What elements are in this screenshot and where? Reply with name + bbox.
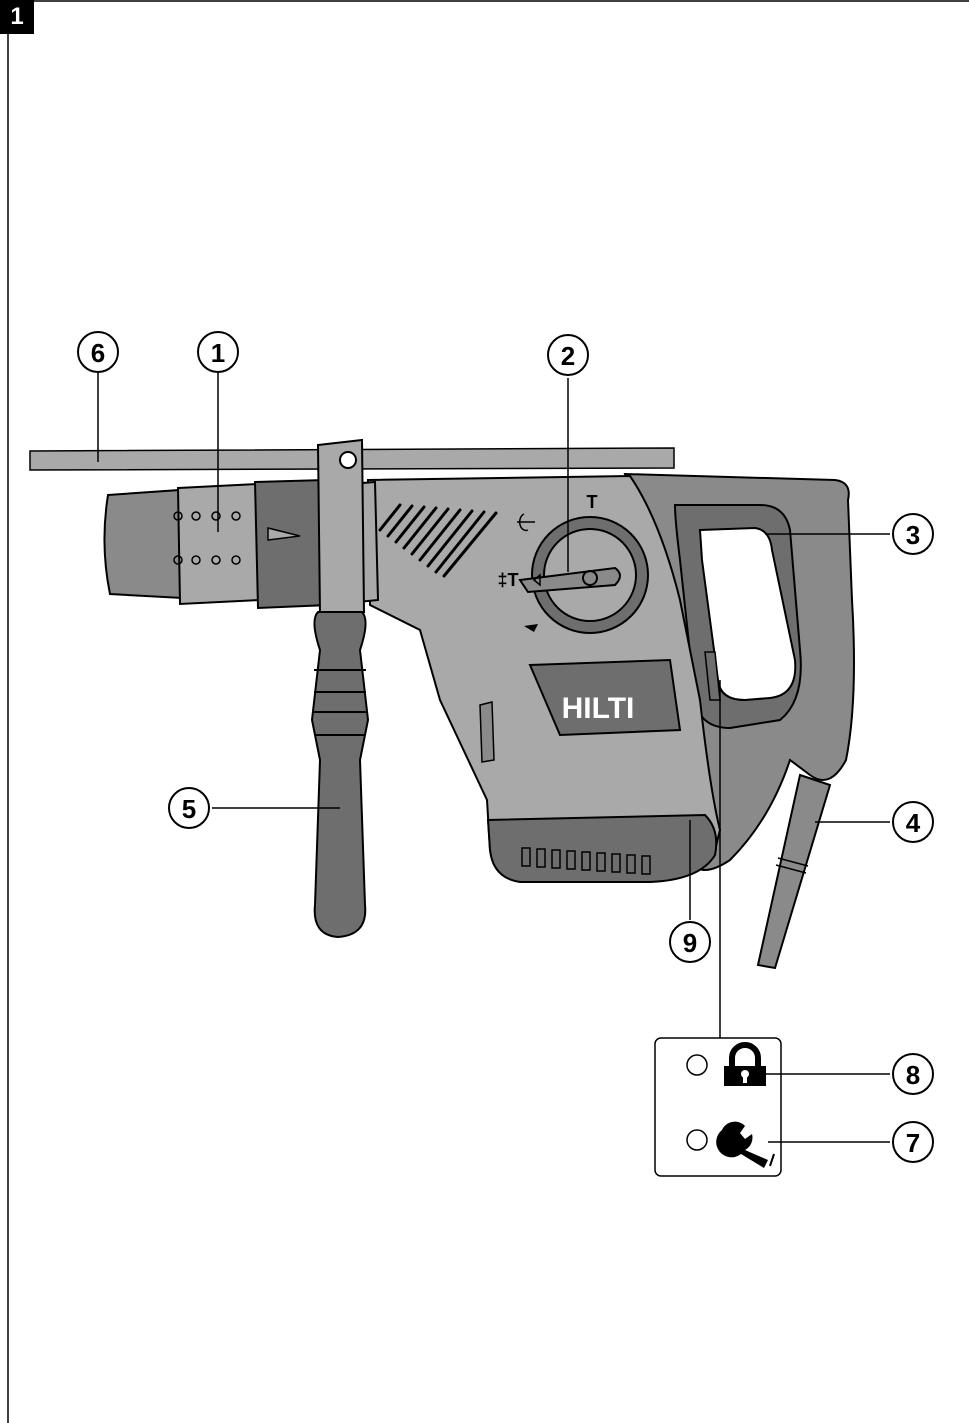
chuck-arrow <box>267 527 301 541</box>
selector-pointer <box>532 573 541 587</box>
figure-number: 1 <box>0 0 34 34</box>
callout-9: 9 <box>669 921 711 963</box>
callout-7: 7 <box>892 1121 934 1163</box>
callout-3: 3 <box>892 513 934 555</box>
padlock-icon <box>724 1042 766 1086</box>
selector-mark-chiselling: T <box>587 492 598 512</box>
brand-logo: HILTI <box>562 692 635 725</box>
callout-5: 5 <box>168 787 210 829</box>
side-handle <box>310 611 370 939</box>
chuck-nose <box>103 488 184 600</box>
supply-cord <box>756 773 832 970</box>
chuck-body <box>176 482 262 606</box>
cooling-slots <box>378 503 498 578</box>
rotary-drilling-icon <box>517 513 535 532</box>
side-latch <box>479 701 495 763</box>
wrench-icon <box>716 1121 775 1168</box>
callout-8: 8 <box>892 1053 934 1095</box>
base-vents <box>521 847 651 875</box>
svg-text:7: 7 <box>906 1128 920 1158</box>
chuck-collar <box>253 478 330 610</box>
theft-protection-led <box>686 1054 708 1076</box>
selector-mark-hammer-drilling: ‡T <box>497 570 518 590</box>
svg-text:2: 2 <box>561 341 575 371</box>
side-handle-clamp <box>316 438 366 616</box>
logo-plate <box>528 658 682 737</box>
svg-text:4: 4 <box>906 808 921 838</box>
svg-text:3: 3 <box>906 520 920 550</box>
svg-text:1: 1 <box>211 338 225 368</box>
callout-2: 2 <box>547 334 589 376</box>
selector-pivot <box>582 570 598 586</box>
svg-text:6: 6 <box>91 338 105 368</box>
chuck-holes <box>173 511 241 565</box>
clamp-screw <box>339 451 357 469</box>
callout-4: 4 <box>892 801 934 843</box>
rotation-stop-icon <box>524 624 538 632</box>
svg-text:9: 9 <box>683 928 697 958</box>
callout-6: 6 <box>77 331 119 373</box>
cord-rings <box>775 857 809 874</box>
svg-text:8: 8 <box>906 1060 920 1090</box>
indicator-panel <box>654 1037 782 1177</box>
service-led <box>686 1129 708 1151</box>
callout-1: 1 <box>197 331 239 373</box>
leader-lines <box>97 373 890 1143</box>
side-handle-ribs <box>314 669 366 736</box>
svg-text:5: 5 <box>182 794 196 824</box>
